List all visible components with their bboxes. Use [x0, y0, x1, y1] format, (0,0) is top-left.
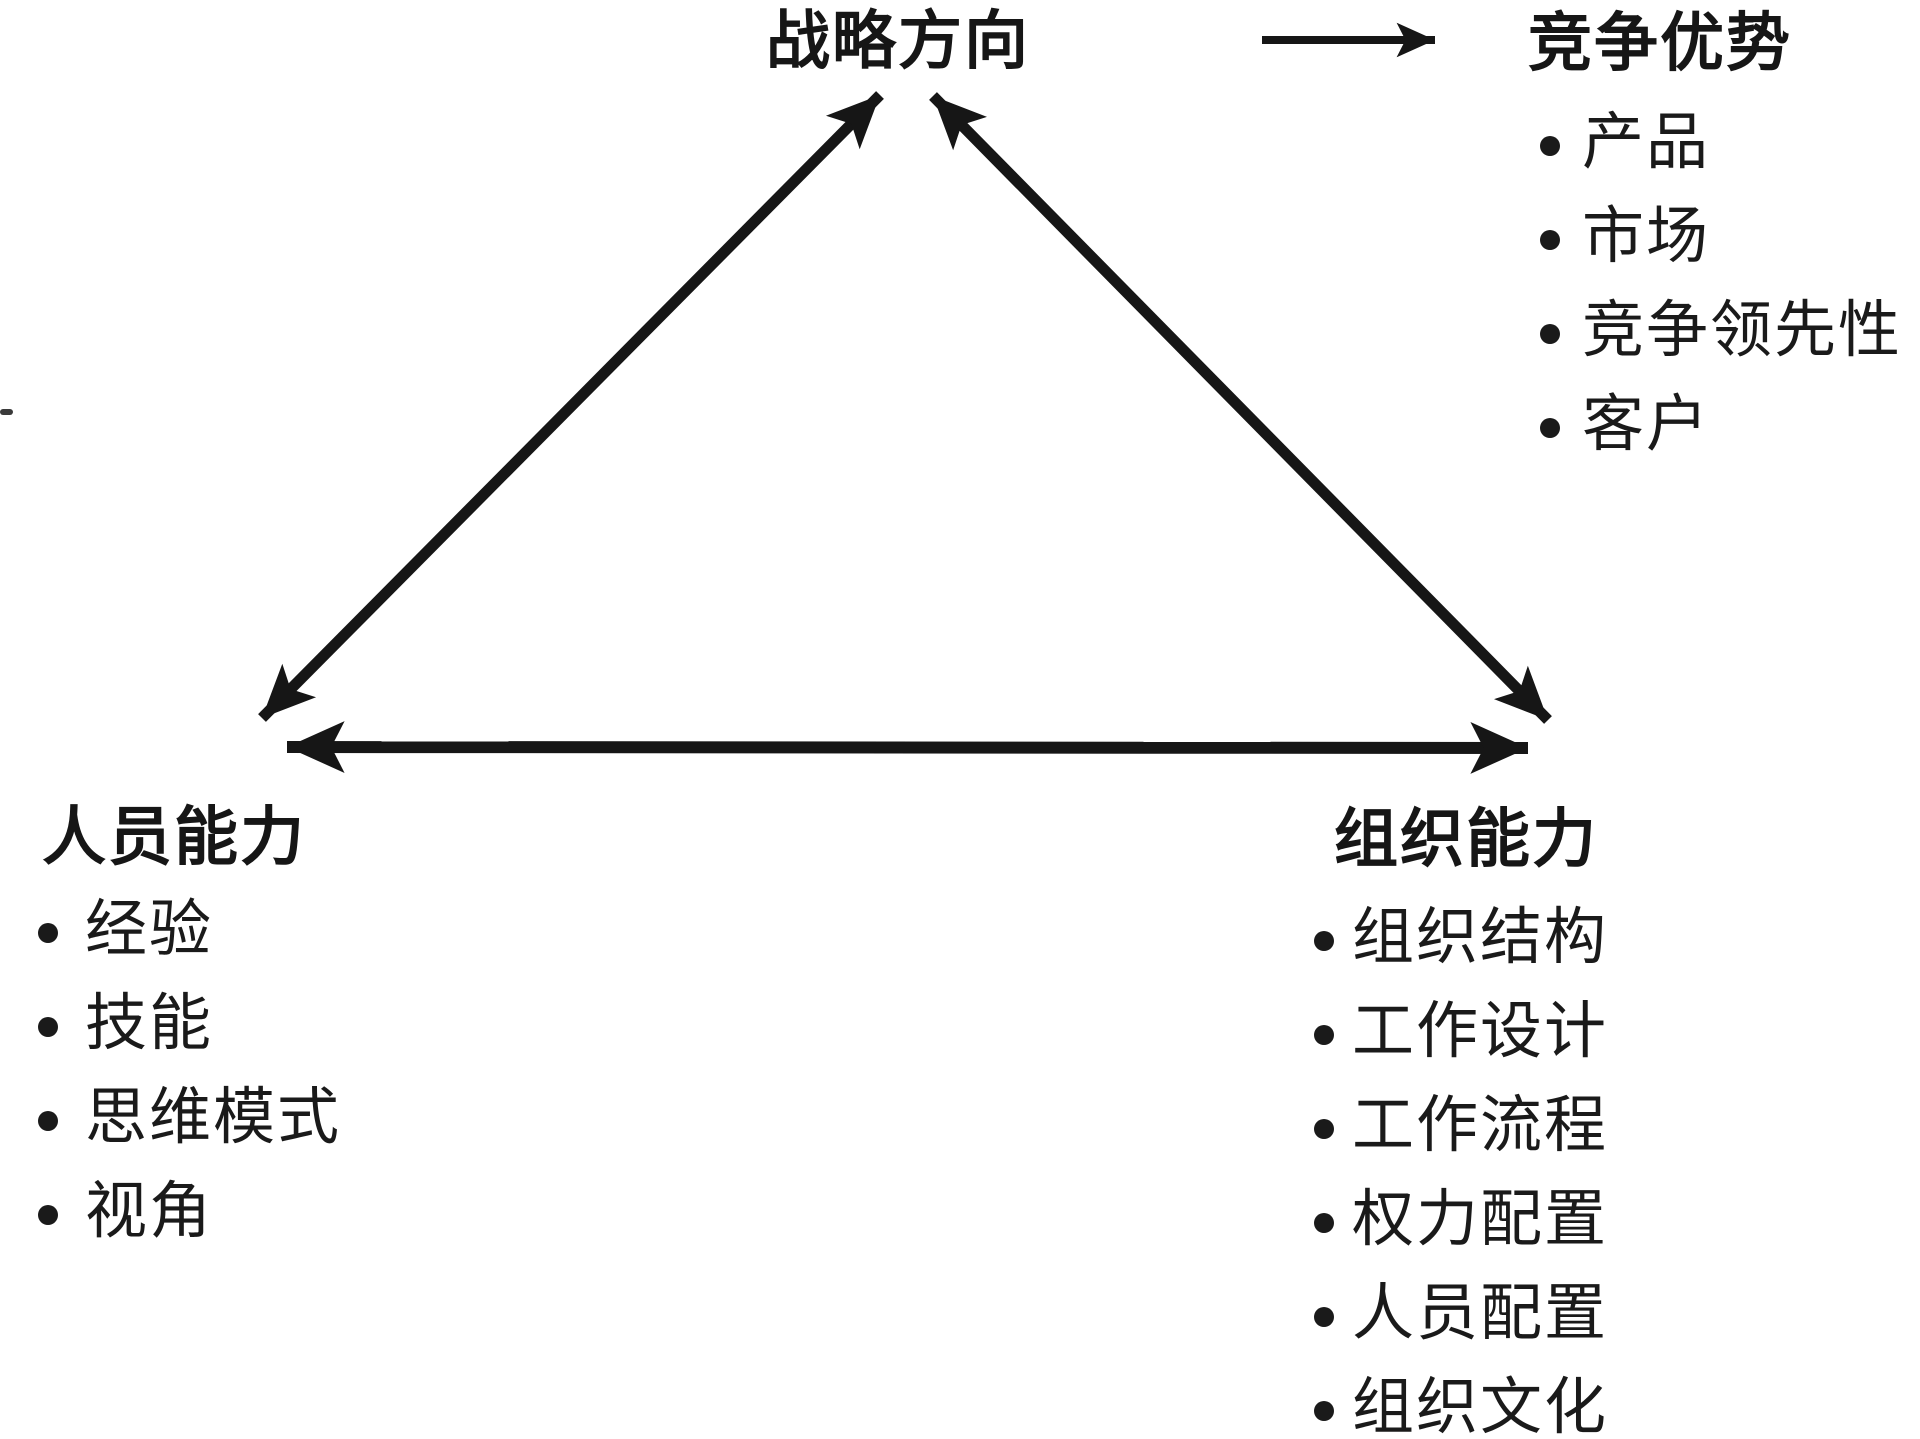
bullet-icon — [1314, 1213, 1334, 1233]
bullet-icon — [38, 923, 58, 943]
bullet-icon — [1540, 418, 1560, 438]
bullet-icon — [1314, 931, 1334, 951]
list-item: 竞争领先性 — [1540, 284, 1902, 378]
list-item-label: 竞争领先性 — [1582, 297, 1903, 365]
bullet-icon — [1314, 1119, 1334, 1139]
bullet-icon — [1314, 1401, 1334, 1421]
bullet-icon — [1314, 1025, 1334, 1045]
bullet-icon — [38, 1017, 58, 1037]
list-item-label: 组织文化 — [1352, 1374, 1609, 1439]
bullet-icon — [38, 1205, 58, 1225]
list-item: 组织文化 — [1314, 1361, 1608, 1439]
base-double-arrow — [286, 721, 1529, 774]
list-item: 工作设计 — [1314, 985, 1608, 1079]
list-item: 经验 — [38, 883, 341, 977]
list-item-label: 组织结构 — [1352, 904, 1609, 972]
organization-capability-label: 组织能力 — [1334, 803, 1598, 875]
list-item-label: 产品 — [1582, 109, 1711, 177]
list-item: 组织结构 — [1314, 891, 1608, 985]
list-item: 市场 — [1540, 190, 1902, 284]
list-item: 视角 — [38, 1165, 341, 1259]
right-side-double-arrow — [929, 92, 1552, 724]
list-item-label: 人员配置 — [1352, 1280, 1609, 1348]
strategy-direction-label: 战略方向 — [766, 5, 1030, 77]
bullet-icon — [1540, 230, 1560, 250]
bullet-icon — [1540, 324, 1560, 344]
list-item-label: 思维模式 — [85, 1084, 342, 1152]
left-side-double-arrow — [258, 91, 884, 722]
list-item-label: 技能 — [85, 990, 214, 1058]
list-item: 权力配置 — [1314, 1173, 1608, 1267]
people-capability-list: 经验技能思维模式视角 — [38, 883, 341, 1259]
list-item: 客户 — [1540, 378, 1902, 472]
list-item-label: 工作设计 — [1352, 998, 1609, 1066]
competitive-advantage-list: 产品市场竞争领先性客户 — [1540, 96, 1902, 472]
list-item-label: 客户 — [1582, 391, 1711, 459]
competitive-advantage-label: 竞争优势 — [1528, 7, 1792, 79]
list-item: 思维模式 — [38, 1071, 341, 1165]
organization-capability-list: 组织结构工作设计工作流程权力配置人员配置组织文化 — [1314, 891, 1608, 1439]
bullet-icon — [38, 1111, 58, 1131]
list-item-label: 市场 — [1582, 203, 1711, 271]
list-item-label: 工作流程 — [1352, 1092, 1609, 1160]
list-item: 工作流程 — [1314, 1079, 1608, 1173]
list-item: 人员配置 — [1314, 1267, 1608, 1361]
bullet-icon — [1540, 136, 1560, 156]
list-item: 技能 — [38, 977, 341, 1071]
list-item-label: 经验 — [85, 896, 214, 964]
list-item-label: 权力配置 — [1352, 1186, 1609, 1254]
people-capability-label: 人员能力 — [42, 801, 306, 873]
bullet-icon — [1314, 1307, 1334, 1327]
list-item-label: 视角 — [85, 1178, 214, 1246]
scan-artifact-dash — [0, 409, 13, 415]
list-item: 产品 — [1540, 96, 1902, 190]
